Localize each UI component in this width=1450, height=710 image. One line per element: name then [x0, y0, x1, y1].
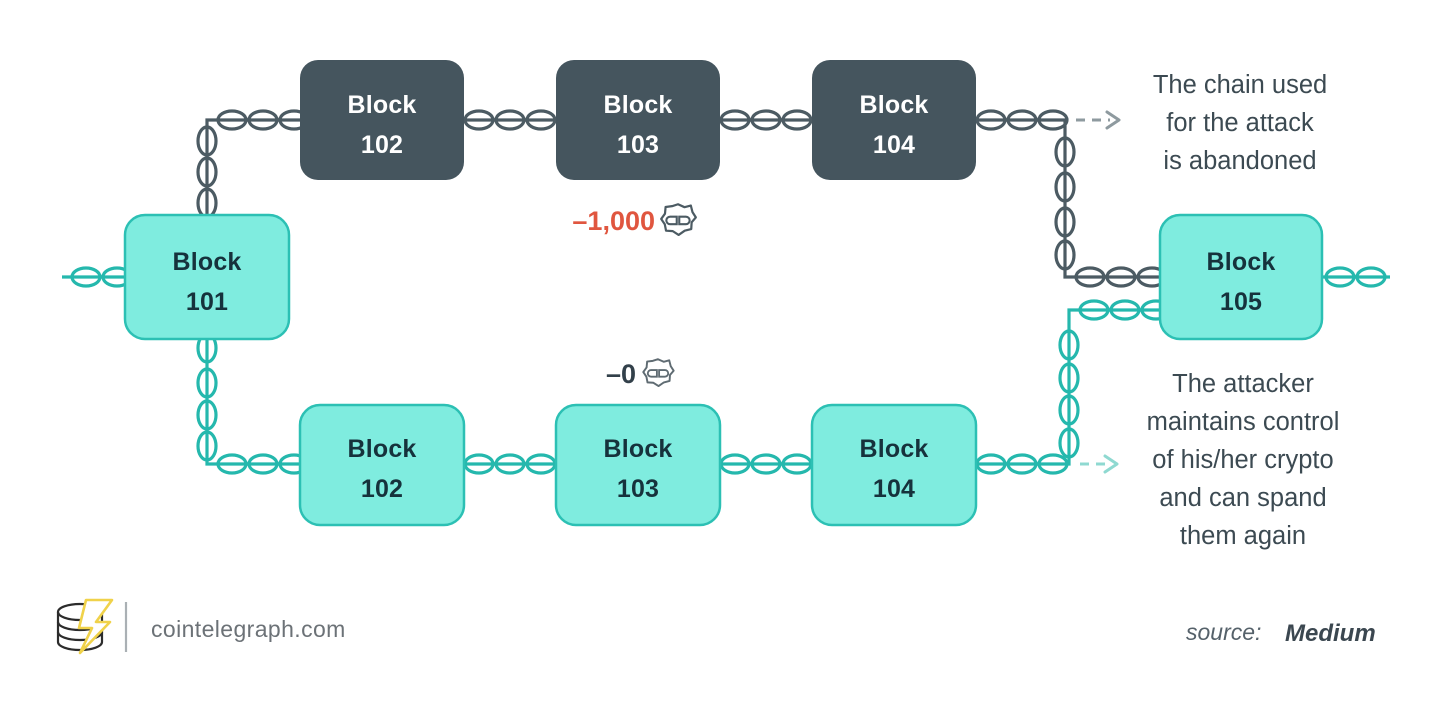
abandoned-chain-arrow: [1076, 110, 1121, 130]
teal-block-105-line1: Block: [1206, 248, 1275, 276]
attacker-annotation-line-4: and can spand: [1159, 484, 1326, 512]
dark-block-104-line1: Block: [859, 91, 928, 119]
abandoned-annotation-line-2: for the attack: [1166, 109, 1314, 137]
attacker-chain-annotation: The attacker maintains control of his/he…: [1147, 370, 1340, 550]
cointelegraph-coins-bolt-logo: [56, 598, 114, 655]
dark-block-102[interactable]: Block 102: [300, 60, 464, 180]
attacker-annotation-line-1: The attacker: [1172, 370, 1314, 398]
teal-block-104-line2: 104: [873, 475, 915, 503]
dark-chain-links: [196, 109, 1168, 288]
teal-block-102-line1: Block: [347, 435, 416, 463]
attacker-annotation-line-5: them again: [1180, 522, 1306, 550]
teal-block-105-line2: 105: [1220, 288, 1262, 316]
abandoned-annotation-line-1: The chain used: [1153, 71, 1327, 99]
attacker-annotation-line-2: maintains control: [1147, 408, 1340, 436]
teal-block-102[interactable]: Block 102: [298, 403, 466, 527]
abandoned-annotation-line-3: is abandoned: [1163, 147, 1316, 175]
dark-block-103-line1: Block: [603, 91, 672, 119]
attacker-chain-arrow: [1080, 454, 1119, 474]
teal-block-104-line1: Block: [859, 435, 928, 463]
teal-block-103[interactable]: Block 103: [554, 403, 722, 527]
source-label: source:: [1186, 619, 1261, 645]
dark-block-102-line1: Block: [347, 91, 416, 119]
dark-block-104[interactable]: Block 104: [812, 60, 976, 180]
teal-block-101-line1: Block: [172, 248, 241, 276]
teal-block-101-line2: 101: [186, 288, 228, 316]
teal-block-103-line2: 103: [617, 475, 659, 503]
attacker-amount-group: –0: [606, 358, 675, 389]
attacker-amount-value: –0: [606, 359, 636, 389]
dark-block-102-line2: 102: [361, 131, 403, 159]
attack-amount-group: –1,000: [572, 203, 697, 237]
crypto-coin-icon: [660, 203, 697, 237]
footer: cointelegraph.com source: Medium: [56, 598, 1376, 655]
dark-block-103[interactable]: Block 103: [556, 60, 720, 180]
teal-block-103-line1: Block: [603, 435, 672, 463]
source-value: Medium: [1285, 620, 1376, 647]
attack-amount-value: –1,000: [572, 206, 655, 236]
crypto-coin-icon: [642, 358, 675, 388]
abandoned-chain-annotation: The chain used for the attack is abandon…: [1153, 71, 1327, 175]
teal-block-101[interactable]: Block 101: [123, 213, 291, 341]
footer-url[interactable]: cointelegraph.com: [151, 616, 346, 642]
attacker-annotation-line-3: of his/her crypto: [1152, 446, 1333, 474]
dark-block-103-line2: 103: [617, 131, 659, 159]
teal-block-105[interactable]: Block 105: [1158, 213, 1324, 341]
dark-block-104-line2: 104: [873, 131, 915, 159]
teal-block-102-line2: 102: [361, 475, 403, 503]
teal-block-104[interactable]: Block 104: [810, 403, 978, 527]
